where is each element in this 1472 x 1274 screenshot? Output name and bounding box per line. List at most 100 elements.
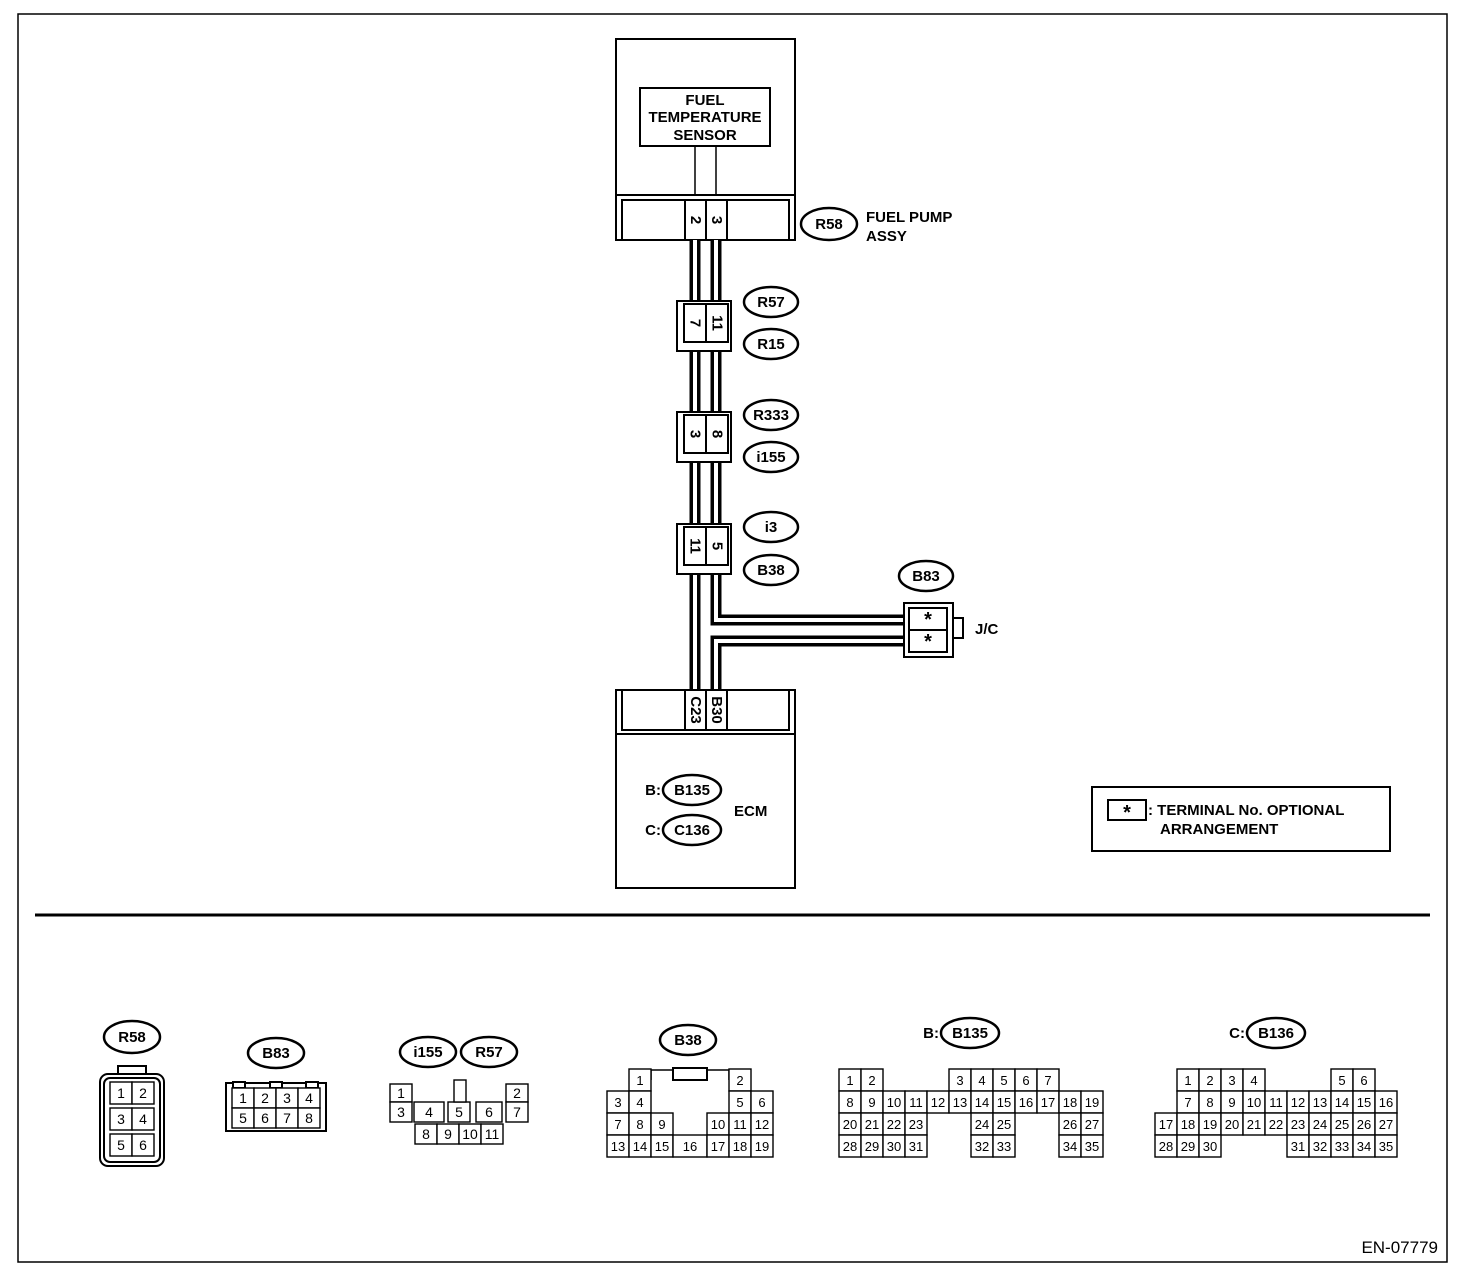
- diagram-frame: [17, 13, 1448, 1263]
- r58-pin-2-label: 2: [139, 1085, 147, 1101]
- b83-pin-3-label: 3: [283, 1090, 291, 1106]
- b136-pin-35-cell: [1374, 1134, 1398, 1158]
- r57-tag-label: R57: [757, 294, 785, 311]
- b38-pin-19-cell: [750, 1134, 774, 1158]
- b38-pin-7-label: 7: [614, 1117, 621, 1132]
- i155-pin-7-cell: [505, 1101, 529, 1123]
- ecm-b-prefix: B:: [645, 782, 661, 799]
- i155-pin-1-label: 1: [397, 1085, 405, 1101]
- i155-pin-8-label: 8: [422, 1126, 430, 1142]
- b38-pin-18-label: 18: [733, 1139, 747, 1154]
- b136-pin-29-label: 29: [1181, 1139, 1195, 1154]
- b136-view-prefix: C:: [1229, 1025, 1245, 1042]
- i155-view-label: i155: [413, 1044, 442, 1061]
- b135-pin-27-label: 27: [1085, 1117, 1099, 1132]
- b38-pin-9-label: 9: [658, 1117, 665, 1132]
- b135-pin-4-label: 4: [978, 1073, 985, 1088]
- b38-pin-6-label: 6: [758, 1095, 765, 1110]
- b135-pin-23-label: 23: [909, 1117, 923, 1132]
- sensor-label-line1: FUEL: [685, 92, 724, 109]
- b38-tag-label: B38: [757, 562, 785, 579]
- b135-pin-35-label: 35: [1085, 1139, 1099, 1154]
- b38-pin-2-label: 2: [736, 1073, 743, 1088]
- b136-pin-28-label: 28: [1159, 1139, 1173, 1154]
- b135-pin-10-label: 10: [887, 1095, 901, 1110]
- b38-pin-12-label: 12: [755, 1117, 769, 1132]
- b135-pin-7-label: 7: [1044, 1073, 1051, 1088]
- b83-pin-6-label: 6: [261, 1110, 269, 1126]
- fuel-pump-assy: 2 3 FUEL TEMPERATURE SENSOR R58 FUEL PUM…: [615, 38, 952, 245]
- ecm-b135-tag: B135: [674, 782, 710, 799]
- b136-pin-3-label: 3: [1228, 1073, 1235, 1088]
- legend-line1: : TERMINAL No. OPTIONAL: [1148, 802, 1344, 819]
- b135-pin-34-label: 34: [1063, 1139, 1077, 1154]
- b135-pin-25-label: 25: [997, 1117, 1011, 1132]
- b38-pin-5-label: 5: [736, 1095, 743, 1110]
- b135-pin-14-label: 14: [975, 1095, 989, 1110]
- ecm-pin-b30: B30: [708, 696, 725, 724]
- b135-pin-11-label: 11: [909, 1095, 923, 1110]
- legend: * : TERMINAL No. OPTIONAL ARRANGEMENT: [1091, 786, 1391, 852]
- document-code: EN-07779: [1361, 1238, 1438, 1257]
- junction-i3-b38: 11 5 i3 B38: [676, 510, 800, 587]
- b136-pin-16-label: 16: [1379, 1095, 1393, 1110]
- b135-pin-35-cell: [1080, 1134, 1104, 1158]
- b38-pin-4-label: 4: [636, 1095, 643, 1110]
- b136-pin-32-label: 32: [1313, 1139, 1327, 1154]
- b135-pin-1-label: 1: [846, 1073, 853, 1088]
- b136-pin-23-label: 23: [1291, 1117, 1305, 1132]
- b135-pin-19-label: 19: [1085, 1095, 1099, 1110]
- b136-pin-10-label: 10: [1247, 1095, 1261, 1110]
- b135-pin-22-label: 22: [887, 1117, 901, 1132]
- i3-tag-label: i3: [765, 519, 778, 536]
- b136-pin-24-label: 24: [1313, 1117, 1327, 1132]
- b136-pin-14-label: 14: [1335, 1095, 1349, 1110]
- b83-tag-label: B83: [912, 568, 940, 585]
- ecm-c136-tag: C136: [674, 822, 710, 839]
- b136-pin-8-label: 8: [1206, 1095, 1213, 1110]
- b83-view-label: B83: [262, 1045, 290, 1062]
- b38-pin-16-label: 16: [683, 1139, 697, 1154]
- r57-view-label: R57: [475, 1044, 503, 1061]
- b136-pin-21-label: 21: [1247, 1117, 1261, 1132]
- r58-connector-tag: [799, 206, 859, 242]
- junction-r333-i155: 3 8 R333 i155: [676, 398, 800, 474]
- b135-pin-28-label: 28: [843, 1139, 857, 1154]
- b83-pin-1-label: 1: [239, 1090, 247, 1106]
- b135-pin-6-label: 6: [1022, 1073, 1029, 1088]
- b38-pin-15-label: 15: [655, 1139, 669, 1154]
- b136-pin-7-label: 7: [1184, 1095, 1191, 1110]
- b135-pin-31-label: 31: [909, 1139, 923, 1154]
- b135-pin-16-label: 16: [1019, 1095, 1033, 1110]
- r333-tag-label: R333: [753, 407, 789, 424]
- i155-pin-7-label: 7: [513, 1104, 521, 1120]
- b135-pin-3-label: 3: [956, 1073, 963, 1088]
- b135-pin-30-label: 30: [887, 1139, 901, 1154]
- fuel-pump-label-line1: FUEL PUMP: [866, 209, 952, 226]
- r58-pin-3-label: 3: [117, 1111, 125, 1127]
- r58-pin-5-label: 5: [117, 1137, 125, 1153]
- ecm-label: ECM: [734, 803, 767, 820]
- b135-pin-31-cell: [904, 1134, 928, 1158]
- b83-pin-4-label: 4: [305, 1090, 313, 1106]
- b136-pin-6-label: 6: [1360, 1073, 1367, 1088]
- b136-pin-19-label: 19: [1203, 1117, 1217, 1132]
- b38-pin-14-label: 14: [633, 1139, 647, 1154]
- sensor-label-line2: TEMPERATURE: [648, 109, 761, 126]
- b136-pin-22-label: 22: [1269, 1117, 1283, 1132]
- b135-pin-33-label: 33: [997, 1139, 1011, 1154]
- b136-view-label: B136: [1258, 1025, 1294, 1042]
- ecm: C23 B30 B: B135 C: C136 ECM: [615, 689, 796, 889]
- b135-pin-2-label: 2: [868, 1073, 875, 1088]
- b136-pin-15-label: 15: [1357, 1095, 1371, 1110]
- b38-pin-17-label: 17: [711, 1139, 725, 1154]
- junction1-pin-left: 7: [687, 319, 704, 327]
- b136-pin-35-label: 35: [1379, 1139, 1393, 1154]
- b135-pin-18-label: 18: [1063, 1095, 1077, 1110]
- junction-r57-r15: 7 11 R57 R15: [676, 285, 800, 361]
- b136-pin-27-label: 27: [1379, 1117, 1393, 1132]
